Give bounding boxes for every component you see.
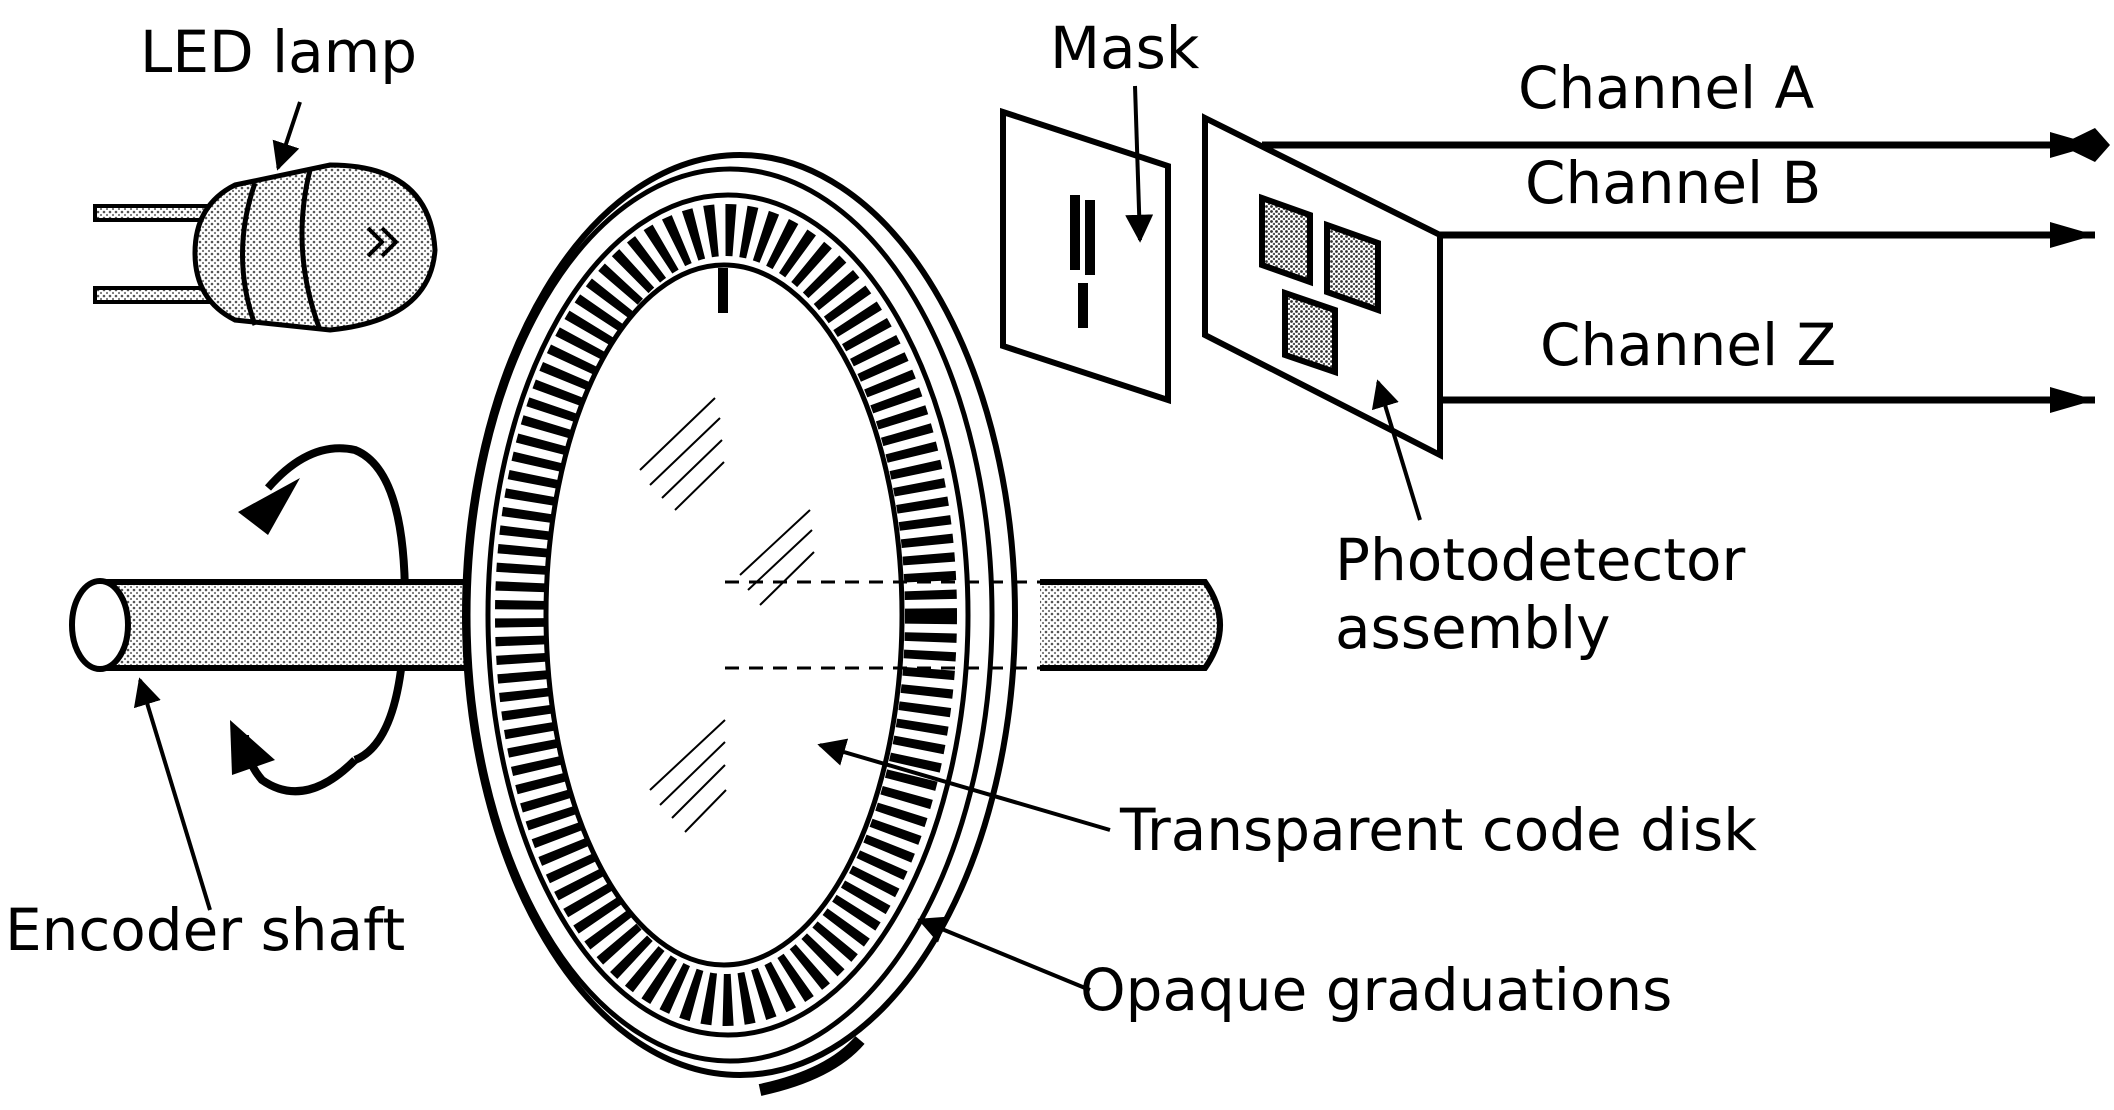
led-lamp-label: LED lamp	[140, 18, 417, 86]
led-lamp	[93, 162, 438, 333]
channel-z-label: Channel Z	[1540, 311, 1836, 379]
rotation-arrows	[230, 444, 410, 796]
channel-a-label: Channel A	[1518, 54, 1815, 122]
shaft-through-disk	[725, 579, 1223, 671]
photodetector-label-line1: Photodetector	[1335, 526, 1745, 594]
opaque-graduations-ring	[495, 204, 957, 1026]
photodetector-label-line2: assembly	[1335, 594, 1610, 662]
photodetector-assembly	[1202, 113, 1443, 460]
encoder-shaft-label: Encoder shaft	[5, 896, 405, 964]
mask	[1000, 107, 1171, 405]
transparent-code-disk-label: Transparent code disk	[1119, 796, 1757, 864]
opaque-graduations-label: Opaque graduations	[1080, 956, 1672, 1024]
channel-outputs	[1262, 128, 2110, 413]
code-disk	[462, 152, 1018, 1096]
mask-label: Mask	[1050, 14, 1200, 82]
channel-b-label: Channel B	[1525, 149, 1821, 217]
